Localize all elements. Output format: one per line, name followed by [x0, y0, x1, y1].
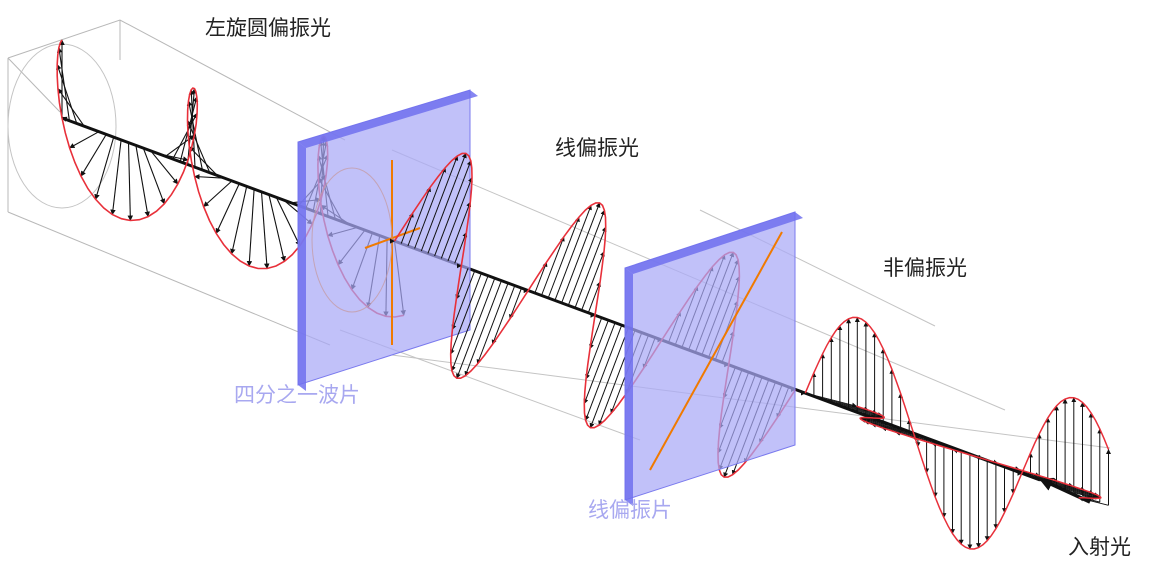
- circular-vector: [150, 150, 179, 185]
- circular-vector: [56, 63, 78, 124]
- circular-section-box: [7, 19, 346, 346]
- circular-vector: [157, 153, 189, 162]
- linear-vector: [451, 275, 489, 372]
- circular-vector: [61, 116, 92, 130]
- linear-vector: [589, 327, 629, 429]
- linear-vector: [456, 278, 496, 379]
- quarter-wave-plate-label: 四分之一波片: [234, 383, 360, 407]
- polarizer-label: 线偏振片: [588, 498, 672, 522]
- incident-light-label: 入射光: [1068, 535, 1131, 559]
- circular-vector: [194, 174, 225, 180]
- unpolarized-vector-horizontal: [861, 416, 893, 426]
- linear-vector: [554, 204, 592, 301]
- linear-vector: [427, 152, 467, 254]
- linear-vector: [420, 155, 459, 252]
- linear-vector: [449, 273, 482, 355]
- linear-vector: [509, 287, 522, 320]
- circular-vector: [80, 134, 107, 177]
- unpolarized-envelope-a: [804, 316, 1110, 550]
- propagation-axis: [61, 116, 1041, 482]
- linear-vector: [454, 231, 468, 264]
- circular-vector: [203, 180, 233, 208]
- linear-vector: [464, 280, 502, 377]
- circular-vector: [268, 194, 286, 262]
- linear-vector: [581, 251, 605, 311]
- polarizer-plate: [624, 211, 803, 506]
- circular-vector: [142, 147, 166, 205]
- linear-vector: [585, 320, 609, 380]
- linear-vector: [547, 216, 580, 299]
- linear-vector: [584, 325, 623, 421]
- linear-vector: [587, 281, 601, 313]
- linear-vector: [434, 160, 472, 257]
- circular-vector: [246, 189, 255, 267]
- linear-vector: [534, 261, 548, 294]
- linear-vector: [440, 177, 473, 259]
- unpolarized-vector-horizontal: [1073, 492, 1098, 500]
- linear-vector: [407, 186, 431, 247]
- circular-vector: [275, 197, 301, 247]
- linear-light-label: 线偏振光: [555, 136, 639, 160]
- circular-vector: [187, 88, 197, 165]
- quarter-wave-plate: [297, 89, 478, 391]
- unpolarized-vector-horizontal: [1078, 496, 1109, 506]
- unpolarized-envelope-b: [856, 405, 1102, 500]
- polarizer-axis-marker: [649, 231, 783, 471]
- circular-vector: [69, 131, 100, 149]
- linear-vector: [455, 268, 469, 300]
- linear-vector: [400, 212, 414, 244]
- circular-vector: [110, 139, 122, 216]
- linear-vector: [583, 322, 616, 405]
- linear-vector: [574, 226, 607, 309]
- circular-vector: [57, 88, 85, 127]
- circular-vector: [127, 142, 134, 222]
- linear-vector: [414, 167, 447, 249]
- circular-vector: [94, 136, 115, 200]
- circular-vector: [260, 191, 270, 270]
- unpolarized-vector-horizontal: [871, 422, 927, 439]
- linear-vector: [561, 202, 601, 304]
- circular-light-label: 左旋圆偏振光: [205, 16, 331, 40]
- slow-axis-marker: [364, 227, 421, 249]
- unpolarized-vectors: [805, 317, 1111, 550]
- linear-vector: [451, 270, 476, 330]
- circular-vector: [135, 145, 150, 218]
- unpolarized-vector-horizontal: [859, 416, 901, 429]
- linear-vector: [541, 236, 565, 296]
- unpolarized-light-label: 非偏振光: [883, 256, 967, 280]
- circular-vector: [230, 186, 248, 255]
- unpolarized-vector-horizontal: [857, 411, 881, 420]
- linear-vector: [476, 282, 509, 365]
- circular-vector: [188, 146, 218, 176]
- linear-vector: [589, 317, 603, 350]
- unpolarized-vector-horizontal: [822, 399, 878, 415]
- circular-vector: [215, 183, 240, 234]
- linear-vector: [567, 209, 606, 306]
- linear-vector: [447, 201, 472, 262]
- linear-vector: [491, 285, 516, 345]
